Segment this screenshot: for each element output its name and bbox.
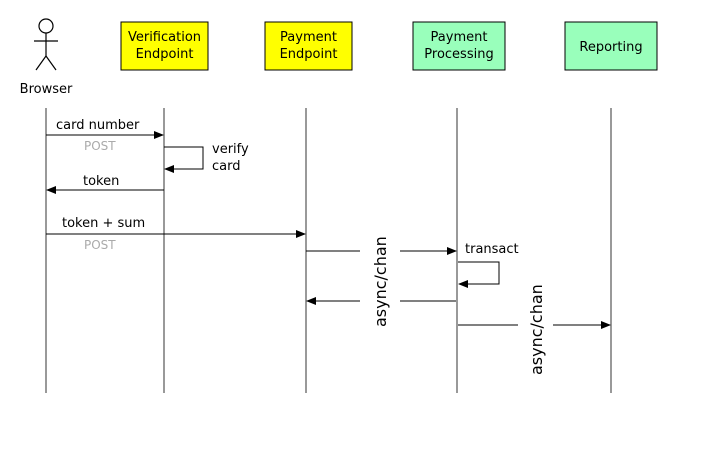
card-number-label: card number xyxy=(56,118,140,133)
payment-processing-box: Payment Processing xyxy=(412,21,506,71)
payment-endpoint-box: Payment Endpoint xyxy=(264,21,353,71)
token-label: token xyxy=(83,174,119,189)
verify-label-line1: verify xyxy=(212,142,249,157)
async-chan-label-1: async/chan xyxy=(371,236,390,327)
verification-label-line1: Verification xyxy=(128,30,201,45)
processing-label-line1: Payment xyxy=(431,30,488,45)
transact-self-arrow xyxy=(458,261,500,288)
post-note-2: POST xyxy=(84,238,116,252)
processing-label-line2: Processing xyxy=(424,47,493,62)
browser-actor-icon xyxy=(34,18,58,71)
payment-label-line2: Endpoint xyxy=(280,47,338,62)
verify-label-line2: card xyxy=(212,159,240,174)
reporting-label: Reporting xyxy=(579,40,642,55)
token-sum-label: token + sum xyxy=(62,216,145,231)
payment-label-line1: Payment xyxy=(280,30,337,45)
verification-label-line2: Endpoint xyxy=(136,47,194,62)
reporting-box: Reporting xyxy=(564,21,658,71)
browser-label: Browser xyxy=(20,82,73,97)
post-note-1: POST xyxy=(84,139,116,153)
verify-card-self-arrow xyxy=(164,146,204,173)
transact-label: transact xyxy=(465,242,519,257)
verification-endpoint-box: Verification Endpoint xyxy=(120,21,209,71)
async-chan-label-2: async/chan xyxy=(527,284,546,375)
